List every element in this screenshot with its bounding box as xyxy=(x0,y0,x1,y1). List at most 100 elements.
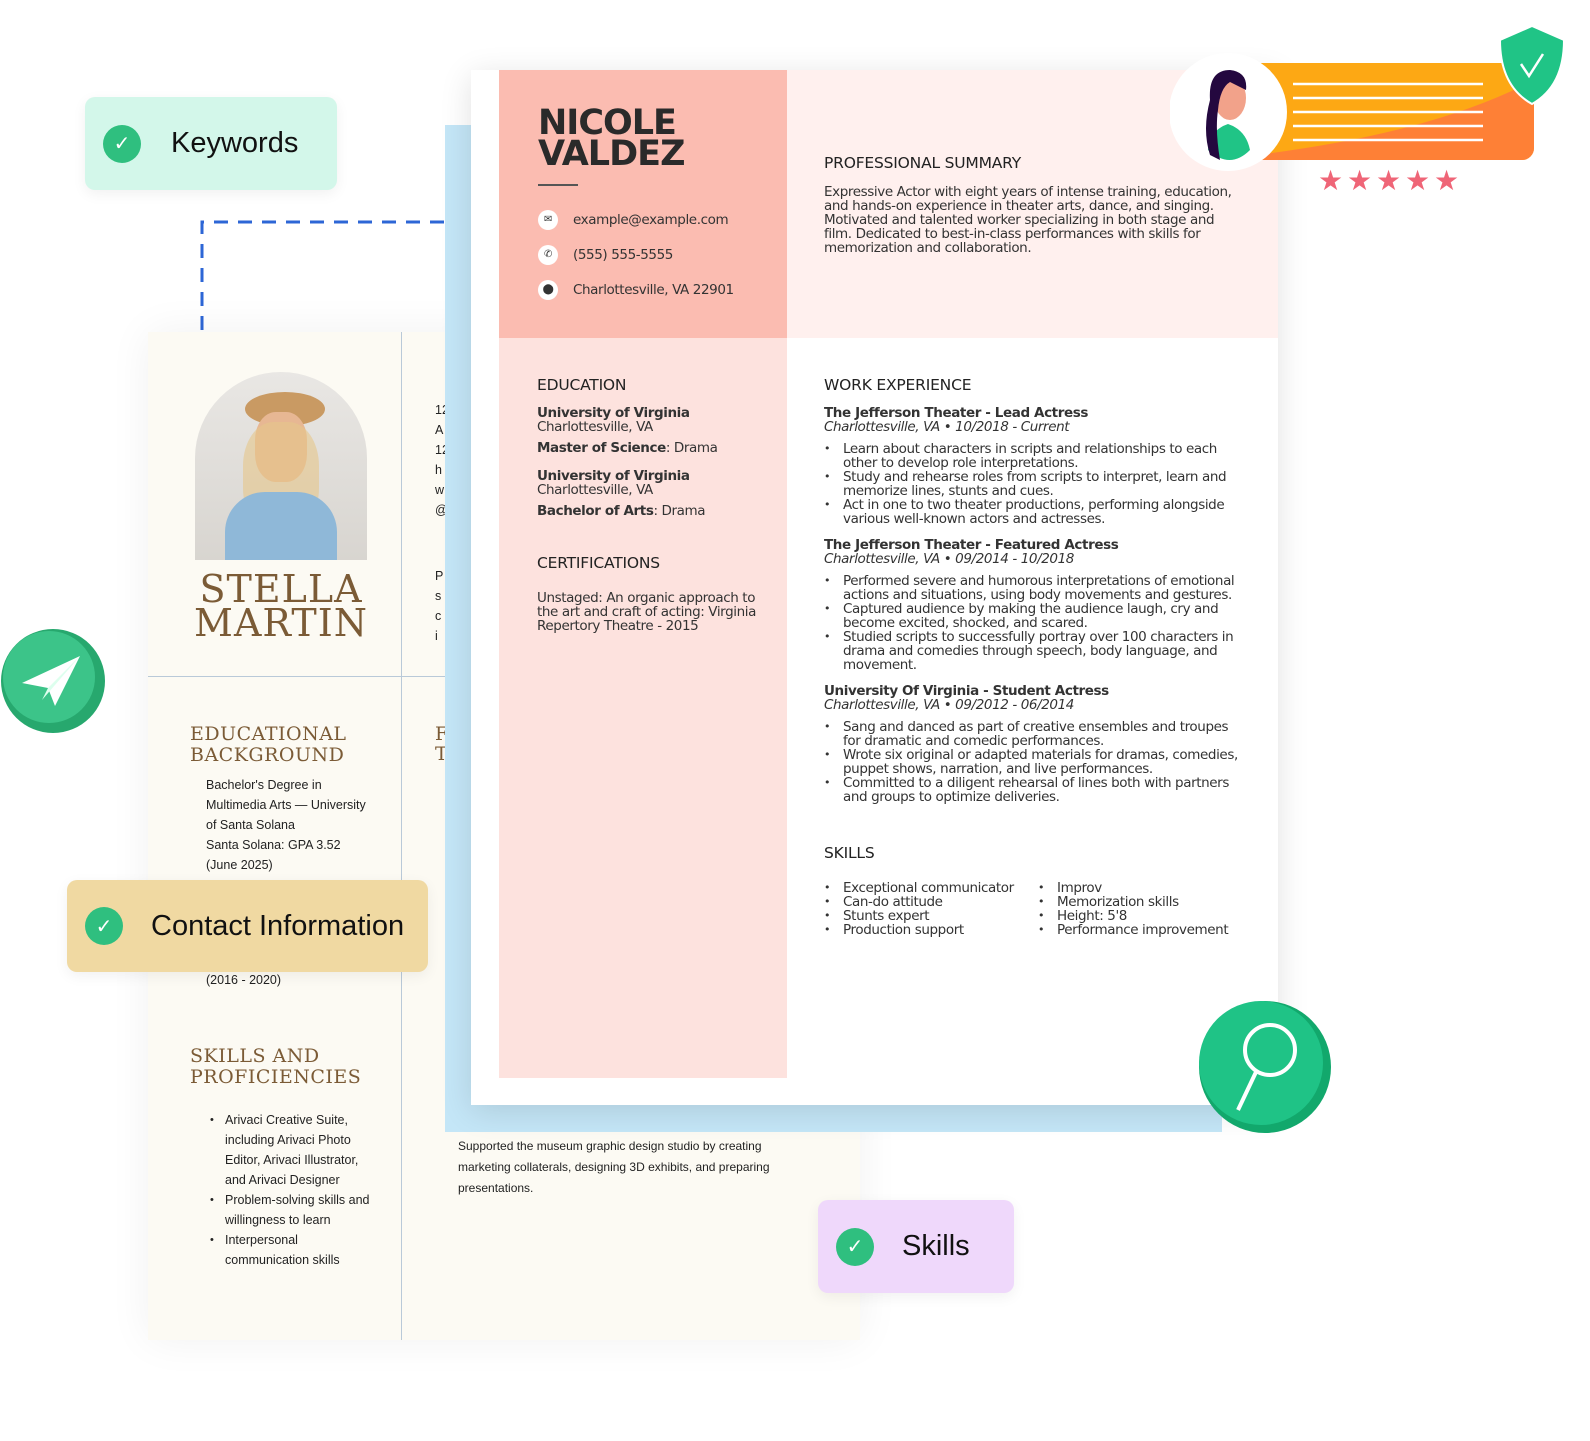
stella-section-fragments-0: F xyxy=(435,724,445,745)
stella-contact-fragments-5: @ xyxy=(435,500,445,520)
nicole-summary: Expressive Actor with eight years of int… xyxy=(824,184,1232,256)
badges-keywords: Keywords xyxy=(171,127,299,159)
nicole-education-1-school: University of Virginia xyxy=(537,468,690,484)
contact-information-badge: ✓ Contact Information xyxy=(67,880,428,972)
nicole-work-0-meta: Charlottesville, VA • 10/2018 - Current xyxy=(824,419,1070,435)
paper-plane-icon xyxy=(1,629,105,733)
stella-edu-lines-0: Bachelor's Degree in xyxy=(206,778,322,792)
nicole-first: NICOLE xyxy=(538,103,677,143)
star-icon: ★ xyxy=(1434,164,1459,197)
location-pin-icon: ⬤ xyxy=(538,280,558,300)
stella-experience-text: Supported the museum graphic design stud… xyxy=(458,1139,770,1195)
stella-edu-lines-4: (June 2025) xyxy=(206,858,273,872)
stella-summary-fragments-3: i xyxy=(435,629,438,643)
check-icon: ✓ xyxy=(85,907,123,945)
nicole-education-0-school: University of Virginia xyxy=(537,405,690,421)
nicole-work-0-bullets-1: Study and rehearse roles from scripts to… xyxy=(824,470,1249,498)
nicole-last: VALDEZ xyxy=(538,134,685,174)
badges-skills: Skills xyxy=(902,1230,970,1262)
check-icon: ✓ xyxy=(103,124,141,163)
stella-edu-lines-3: Santa Solana: GPA 3.52 xyxy=(206,838,341,852)
badges-contact: Contact Information xyxy=(151,909,405,942)
nicole-skills-col2-3: Performance improvement xyxy=(1038,923,1238,937)
nicole-location: Charlottesville, VA 22901 xyxy=(573,282,734,298)
rating-stars: ★★★★★ xyxy=(1318,164,1459,197)
nicole-phone: (555) 555-5555 xyxy=(573,247,673,263)
stella-contact-fragments-4: w xyxy=(435,483,445,497)
stella-skills-0: Arivaci Creative Suite, including Arivac… xyxy=(210,1110,380,1190)
stella-contact-fragments-2: 12 xyxy=(435,443,445,457)
stella-edu-lines-2: of Santa Solana xyxy=(206,818,295,832)
nicole-work-0-bullets-2: Act in one to two theater productions, p… xyxy=(824,498,1249,526)
stella-summary-fragments-2: c xyxy=(435,609,442,623)
nicole-work-2-title: University Of Virginia - Student Actress xyxy=(824,683,1109,699)
nicole-work-2-bullets-0: Sang and danced as part of creative ense… xyxy=(824,720,1249,748)
stella-edu-years: (2016 - 2020) xyxy=(206,973,282,987)
nicole-work-1-title: The Jefferson Theater - Featured Actress xyxy=(824,537,1119,553)
stella-edu-lines-1: Multimedia Arts — University xyxy=(206,798,366,812)
nicole-education-title: EDUCATION xyxy=(537,376,627,394)
location: ⬤ Charlottesville, VA 22901 xyxy=(538,280,734,300)
nicole-education-0-place: Charlottesville, VA xyxy=(537,419,653,435)
nicole-work-1-bullets-1: Captured audience by making the audience… xyxy=(824,602,1249,630)
nicole-skills-title: SKILLS xyxy=(824,844,875,862)
star-icon: ★ xyxy=(1405,164,1430,197)
stella-skills-heading-0: SKILLS AND xyxy=(190,1045,320,1067)
email: ✉ example@example.com xyxy=(538,210,729,230)
nicole-education-1-field: : Drama xyxy=(653,503,706,519)
nicole-skills-col1-2: Stunts expert xyxy=(824,909,1024,923)
shield-check-icon xyxy=(1498,24,1566,106)
nicole-skills-col1-3: Production support xyxy=(824,923,1024,937)
stella-edu-heading-0: EDUCATIONAL xyxy=(190,723,347,745)
stella-edu-heading-1: BACKGROUND xyxy=(190,744,345,766)
stella-skills-heading-1: PROFICIENCIES xyxy=(190,1066,362,1088)
nicole-skills-col1-0: Exceptional communicator xyxy=(824,881,1024,895)
nicole-cert-title: CERTIFICATIONS xyxy=(537,554,660,572)
nicole-work-2-meta: Charlottesville, VA • 09/2012 - 06/2014 xyxy=(824,697,1074,713)
stella-skills-1: Problem-solving skills and willingness t… xyxy=(210,1190,380,1230)
nicole-work-title: WORK EXPERIENCE xyxy=(824,376,972,394)
stella-contact-fragments-1: A xyxy=(435,423,444,437)
nicole-education-1-place: Charlottesville, VA xyxy=(537,482,653,498)
nicole-work-2-bullets-1: Wrote six original or adapted materials … xyxy=(824,748,1249,776)
star-icon: ★ xyxy=(1376,164,1401,197)
review-card: ★★★★★ xyxy=(1170,24,1566,197)
nicole-work-1-bullets-2: Studied scripts to successfully portray … xyxy=(824,630,1249,672)
nicole-cert: Unstaged: An organic approach to the art… xyxy=(537,590,756,634)
star-icon: ★ xyxy=(1318,164,1343,197)
nicole-summary-title: PROFESSIONAL SUMMARY xyxy=(824,154,1022,172)
nicole-skills-col2-0: Improv xyxy=(1038,881,1238,895)
skills-badge: ✓Skills xyxy=(818,1200,1014,1293)
profile-photo xyxy=(195,372,367,560)
keywords-badge: ✓ Keywords xyxy=(85,97,337,190)
nicole-education-1-degree: Bachelor of Arts xyxy=(537,503,654,519)
nicole-work-0-bullets-0: Learn about characters in scripts and re… xyxy=(824,442,1249,470)
nicole-work-0-title: The Jefferson Theater - Lead Actress xyxy=(824,405,1089,421)
nicole-email: example@example.com xyxy=(573,212,729,228)
nicole-education-0-degree: Master of Science xyxy=(537,440,666,456)
stella-summary-fragments-1: s xyxy=(435,589,442,603)
phone: ✆(555) 555-5555 xyxy=(538,245,673,265)
nicole-work-2-bullets-2: Committed to a diligent rehearsal of lin… xyxy=(824,776,1249,804)
nicole-education-0-field: : Drama xyxy=(665,440,718,456)
stella-name-last: MARTIN xyxy=(194,601,368,645)
nicole-skills-col1-1: Can-do attitude xyxy=(824,895,1024,909)
stella-contact-fragments-3: h xyxy=(435,463,442,477)
nicole-skills-col2-2: Height: 5'8 xyxy=(1038,909,1238,923)
nicole-skills-col2-1: Memorization skills xyxy=(1038,895,1238,909)
stella-contact-fragments-0: 12 xyxy=(435,403,445,417)
nicole-work-1-meta: Charlottesville, VA • 09/2014 - 10/2018 xyxy=(824,551,1074,567)
stella-name-first: STELLA xyxy=(199,567,363,611)
nicole-work-1-bullets-0: Performed severe and humorous interpreta… xyxy=(824,574,1249,602)
stella-summary-fragments-0: P xyxy=(435,569,444,583)
star-icon: ★ xyxy=(1347,164,1372,197)
magnifier-icon xyxy=(1199,1001,1331,1133)
stella-skills-2: Interpersonal communication skills xyxy=(210,1230,380,1270)
stella-section-fragments-1: T xyxy=(435,743,445,764)
email-icon: ✉ xyxy=(538,210,558,230)
